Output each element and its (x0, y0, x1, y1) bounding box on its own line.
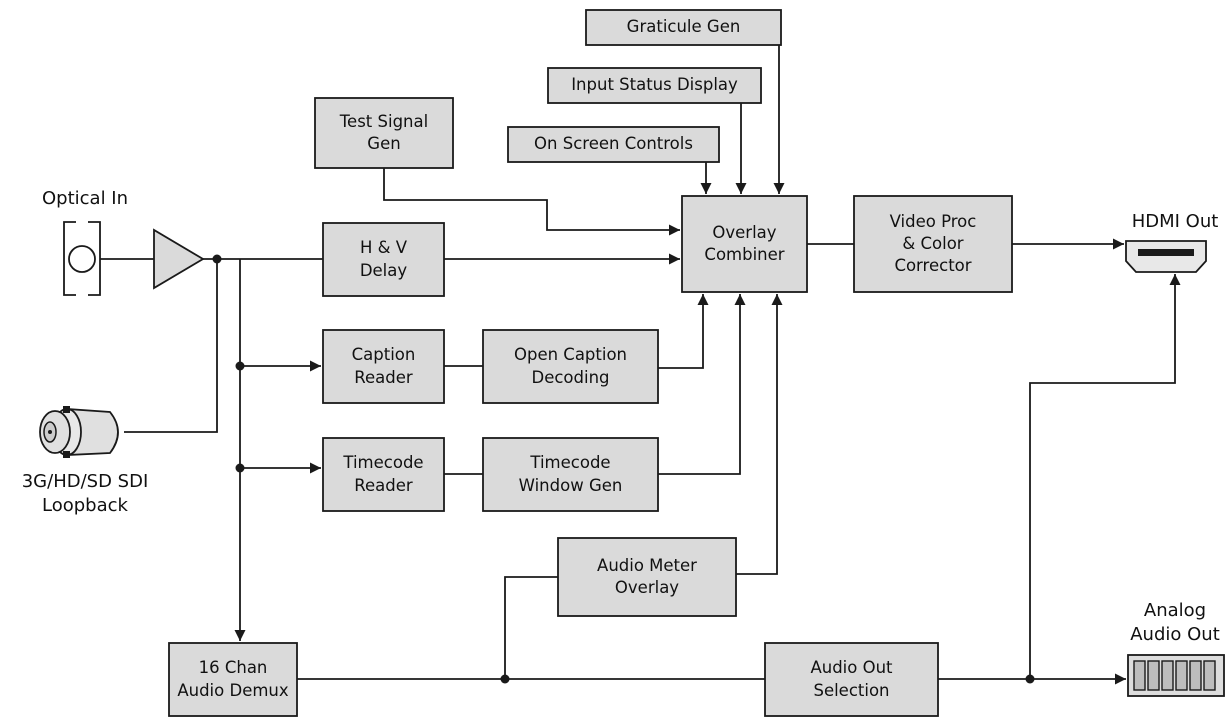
audio-out-selection-box (764, 642, 939, 717)
audio-meter-overlay-box (557, 537, 737, 617)
audio-terminal-icon (1127, 654, 1225, 697)
overlay-combiner-box (681, 195, 808, 293)
test-signal-gen-box (314, 97, 454, 169)
video-proc-box (853, 195, 1013, 293)
caption-reader-box (322, 329, 445, 404)
junction-dots (212, 254, 1035, 684)
hdmi-connector-icon (1125, 240, 1207, 273)
bnc-connector-icon (39, 406, 119, 458)
on-screen-controls-box (507, 126, 720, 163)
signal-lines (100, 45, 1181, 685)
timecode-window-gen-box (482, 437, 659, 512)
hv-delay-box (322, 222, 445, 297)
graticule-gen-box (585, 9, 782, 46)
optical-connector-icon (63, 221, 101, 296)
open-caption-decoding-box (482, 329, 659, 404)
amplifier-icon (153, 228, 205, 290)
timecode-reader-box (322, 437, 445, 512)
audio-demux-box (168, 642, 298, 717)
input-status-display-box (547, 67, 762, 104)
